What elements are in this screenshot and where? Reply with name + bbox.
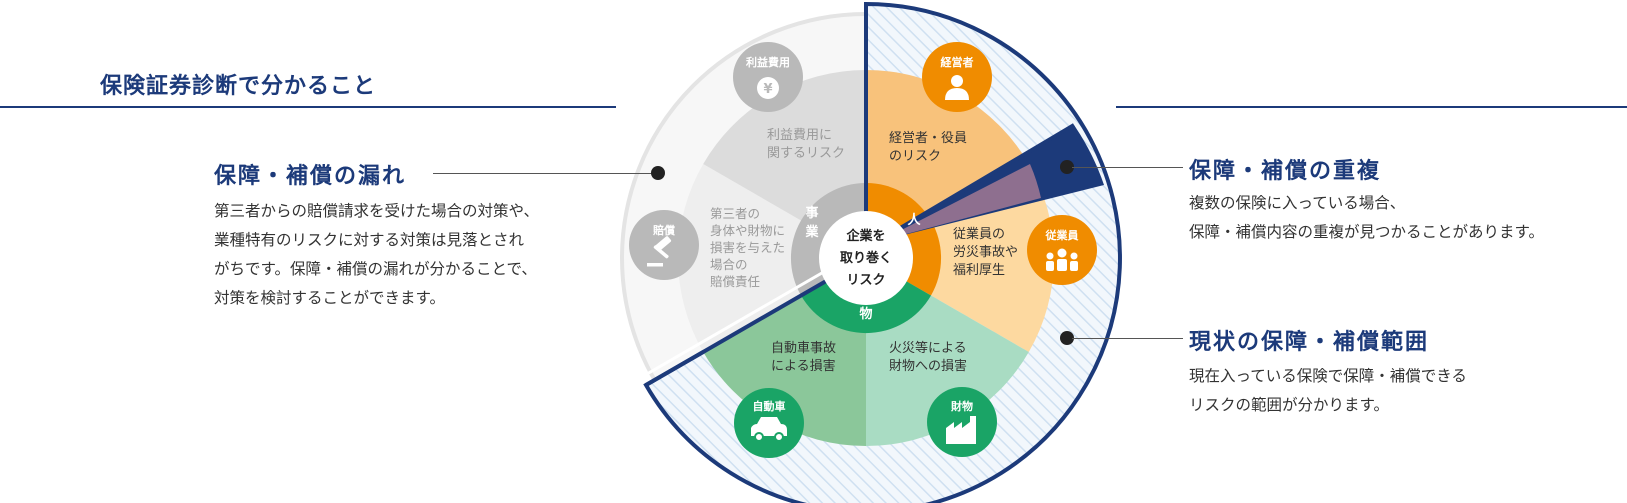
yen-icon: ¥ [757,77,779,99]
center-circle [819,211,913,305]
badge-employee: 従業員 [1027,215,1097,285]
inner-label-business-1: 事 [805,205,818,221]
factory-icon [946,416,976,444]
overlap-wedge-edge [868,123,1076,248]
page-title: 保険証券診断で分かること [100,74,377,99]
segment-auto-text-2: による損害 [771,358,836,374]
segment-liability-text-5: 賠償責任 [710,274,760,289]
section-coverage-line-2: リスクの範囲が分かります。 [1189,396,1389,414]
segment-profit-text-2: 関するリスク [767,146,845,161]
gavel-icon [647,236,672,267]
section-gap-line-3: がちです。保障・補償の漏れが分かることで、 [214,260,537,278]
svg-text:自動車: 自動車 [753,399,786,413]
header-divider-right [1116,106,1627,108]
section-gap-dot [651,166,665,180]
segment-liability-text-2: 身体や財物に [710,223,785,238]
segment-fire-text-1: 火災等による [889,340,967,356]
svg-text:財物: 財物 [950,399,973,413]
badge-auto: 自動車 [734,388,804,458]
person-icon [945,75,969,100]
header-divider-left [0,106,616,108]
group-icon [1046,248,1078,271]
svg-text:従業員: 従業員 [1045,228,1079,242]
segment-fire-text-2: 財物への損害 [889,358,967,374]
inner-label-person: 人 [907,212,921,228]
svg-text:賠償: 賠償 [653,223,676,237]
section-coverage-title: 現状の保障・補償範囲 [1189,330,1430,355]
section-gap-line-4: 対策を検討することができます。 [214,289,445,307]
segment-employee-text-2: 労災事故や [953,245,1018,260]
section-overlap-connector [1072,167,1183,168]
section-gap-connector [433,173,653,174]
badge-liability: 賠償 [629,210,699,280]
center-text-2: 取り巻く [840,250,892,266]
section-coverage-dot [1060,331,1074,345]
center-text-3: リスク [846,273,885,288]
overlap-wedge-inner [880,164,1041,241]
section-gap: 保障・補償の漏れ [214,158,406,190]
center-text-1: 企業を [845,228,885,244]
segment-executive-text-1: 経営者・役員 [889,131,967,146]
section-coverage-line-1: 現在入っている保険で保障・補償できる [1189,367,1467,385]
section-coverage-connector [1072,338,1183,339]
segment-liability-text-4: 場合の [710,257,748,272]
segment-auto-text-1: 自動車事故 [771,341,836,356]
segment-employee [866,164,1054,352]
segment-profit-text-1: 利益費用に [767,128,832,143]
section-overlap-line-1: 複数の保険に入っている場合、 [1189,194,1406,212]
section-gap-body: 第三者からの賠償請求を受けた場合の対策や、 業種特有のリスクに対する対策は見落と… [214,197,539,313]
section-overlap-dot [1060,160,1074,174]
svg-text:¥: ¥ [763,82,772,97]
overlap-wedge-outer [880,125,1104,241]
segment-employee-text-1: 従業員の [953,226,1005,242]
inner-label-business-2: 業 [804,224,819,240]
badge-executive: 経営者 [922,42,992,112]
segment-employee-text-3: 福利厚生 [953,263,1005,278]
car-icon [751,417,787,442]
section-gap-line-1: 第三者からの賠償請求を受けた場合の対策や、 [214,202,540,220]
badge-fire: 財物 [927,387,997,457]
svg-text:経営者: 経営者 [941,55,974,69]
segment-liability-text-3: 損害を与えた [710,240,785,255]
badge-profit: 利益費用 ¥ [733,42,803,112]
section-gap-title: 保障・補償の漏れ [214,164,407,189]
inner-label-property: 物 [859,306,872,322]
section-gap-line-2: 業種特有のリスクに対する対策は見落とされ [214,231,525,249]
section-overlap-title: 保障・補償の重複 [1189,159,1382,184]
section-coverage-body: 現在入っている保険で保障・補償できる リスクの範囲が分かります。 [1189,362,1467,420]
segment-executive-text-2: のリスク [889,149,941,164]
svg-text:利益費用: 利益費用 [746,55,790,69]
section-overlap-line-2: 保障・補償内容の重複が見つかることがあります。 [1189,223,1544,241]
segment-liability [678,164,866,352]
section-overlap-body: 複数の保険に入っている場合、 保障・補償内容の重複が見つかることがあります。 [1189,189,1544,247]
segment-liability-text-1: 第三者の [710,206,760,221]
